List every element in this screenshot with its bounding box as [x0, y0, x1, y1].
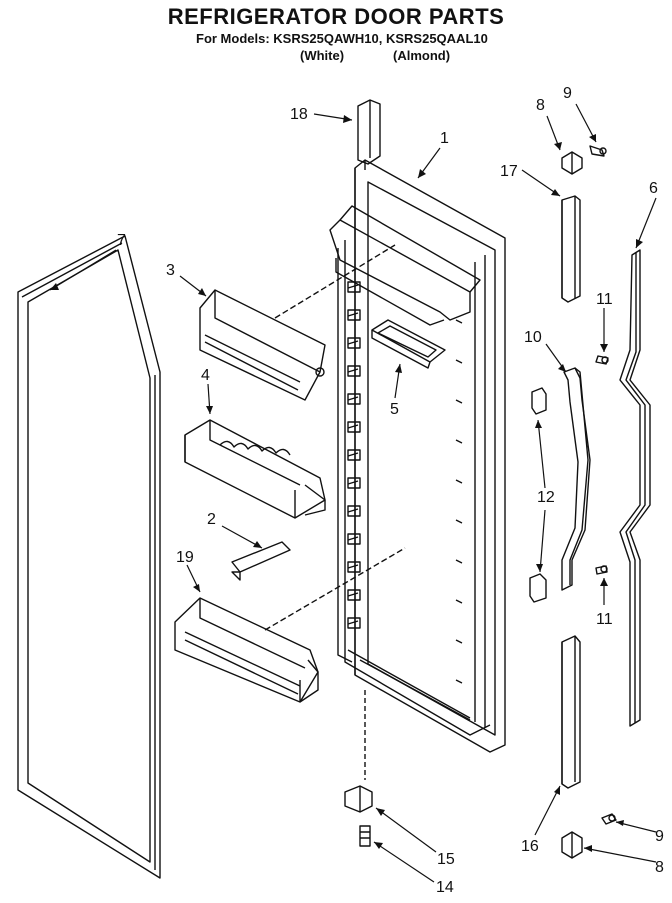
- callout-9-top: 9: [563, 85, 572, 102]
- callout-10: 10: [524, 329, 542, 346]
- part-19-door-bin[interactable]: [174, 547, 406, 703]
- part-4-egg-bin[interactable]: [184, 419, 326, 519]
- callout-15: 15: [437, 851, 455, 868]
- part-11-screw-lower[interactable]: [595, 565, 608, 575]
- leader-lines: [49, 103, 657, 883]
- part-14-screw[interactable]: [359, 825, 371, 847]
- callout-numbers: 18 1 8 9 17 6 7 3 4 5 2 19 11 10 12 11 1…: [117, 85, 664, 896]
- callout-14: 14: [436, 879, 454, 896]
- callout-16: 16: [521, 838, 539, 855]
- part-17-handle-cap[interactable]: [561, 195, 581, 303]
- callout-9-bottom: 9: [655, 828, 664, 845]
- part-16-handle-cap-lower[interactable]: [561, 635, 581, 789]
- callout-12: 12: [537, 489, 555, 506]
- callout-4: 4: [201, 367, 210, 384]
- callout-5: 5: [390, 401, 399, 418]
- part-12-spacer-upper[interactable]: [531, 387, 547, 415]
- part-1-door-panel[interactable]: [329, 159, 506, 753]
- callout-18: 18: [290, 106, 308, 123]
- door-liner-ribs: [347, 281, 463, 684]
- callout-2: 2: [207, 511, 216, 528]
- color-almond-label: (Almond): [393, 48, 451, 63]
- callout-6: 6: [649, 180, 658, 197]
- color-white-label: (White): [300, 48, 345, 63]
- callout-11-lower: 11: [596, 611, 613, 628]
- models-line: For Models: KSRS25QAWH10, KSRS25QAAL10: [196, 31, 488, 46]
- callout-11-upper: 11: [596, 291, 613, 308]
- callout-8-top: 8: [536, 97, 545, 114]
- part-9-screw-bottom[interactable]: [601, 813, 617, 825]
- callout-8-bottom: 8: [655, 859, 664, 876]
- part-8-hinge-bracket-top[interactable]: [561, 151, 583, 175]
- callout-19: 19: [176, 549, 194, 566]
- part-5-cup[interactable]: [371, 319, 446, 369]
- part-11-screw-upper[interactable]: [595, 355, 609, 365]
- leader-arrowheads: [50, 115, 643, 852]
- part-3-dairy-door[interactable]: [199, 244, 396, 401]
- part-8-hinge-bracket-bottom[interactable]: [561, 831, 583, 859]
- page-title: REFRIGERATOR DOOR PARTS: [167, 4, 505, 29]
- part-7-door-gasket[interactable]: [17, 235, 161, 879]
- part-9-screw-top[interactable]: [589, 145, 607, 157]
- part-12-spacer-lower[interactable]: [529, 573, 547, 603]
- part-15-hinge-bushing[interactable]: [344, 785, 373, 813]
- callout-7: 7: [117, 232, 126, 249]
- callout-17: 17: [500, 163, 518, 180]
- part-2-clip[interactable]: [231, 541, 291, 581]
- part-18-top-trim[interactable]: [357, 99, 381, 165]
- part-6-gasket-strip[interactable]: [619, 249, 651, 727]
- callout-3: 3: [166, 262, 175, 279]
- callout-1: 1: [440, 130, 449, 147]
- part-10-handle[interactable]: [561, 367, 591, 591]
